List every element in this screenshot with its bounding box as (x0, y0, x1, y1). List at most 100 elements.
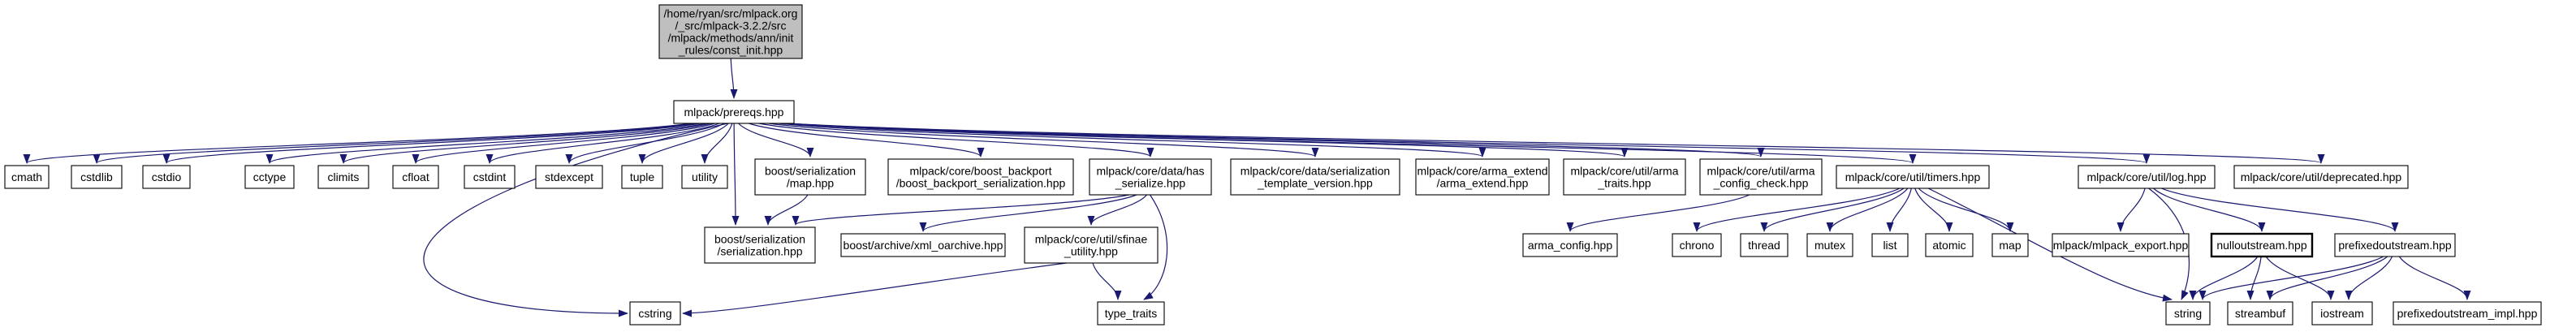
graph-node-box (840, 233, 1006, 257)
edge-has-serialize-to-boost-serialization (792, 194, 1129, 226)
edge-log-to-mlpack-export (2116, 188, 2146, 232)
graph-node-has-serialize[interactable]: mlpack/core/data/has_serialize.hpp (1089, 158, 1212, 196)
graph-node-boost-map[interactable]: boost/serialization/map.hpp (754, 158, 866, 196)
graph-node-label: _template_version.hpp (1257, 177, 1373, 190)
graph-node-arma-extend[interactable]: mlpack/core/arma_extend/arma_extend.hpp (1415, 158, 1550, 196)
graph-node-box (1089, 158, 1212, 196)
graph-node-box (1871, 233, 1909, 257)
graph-node-mutex[interactable]: mutex (1806, 233, 1853, 257)
graph-node-label: _traits.hpp (1597, 177, 1651, 190)
graph-node-prereqs[interactable]: mlpack/prereqs.hpp (673, 100, 795, 124)
edge-prereqs-to-deprecated (787, 123, 2324, 164)
edge-prereqs-to-utility (701, 123, 733, 164)
edge-has-serialize-to-sfinae-utility (1087, 194, 1148, 226)
graph-node-sfinae-utility[interactable]: mlpack/core/util/sfinae_utility.hpp (1024, 226, 1159, 264)
graph-node-box (754, 158, 866, 196)
edge-prereqs-to-boost-map (738, 123, 814, 157)
graph-node-label: mlpack/core/data/serialization (1241, 165, 1390, 178)
graph-node-box (673, 100, 795, 124)
graph-node-atomic[interactable]: atomic (1925, 233, 1974, 257)
graph-node-map[interactable]: map (1991, 233, 2029, 257)
graph-node-box (2210, 232, 2314, 258)
graph-node-chrono[interactable]: chrono (1672, 233, 1722, 257)
graph-node-label: arma_config.hpp (1528, 239, 1613, 252)
graph-node-timers[interactable]: mlpack/core/util/timers.hpp (1836, 165, 1990, 189)
graph-node-box (887, 158, 1074, 196)
edge-sfinae-utility-to-cstring (682, 262, 1067, 317)
graph-node-label: mutex (1814, 239, 1845, 252)
edge-prereqs-to-cstdlib (93, 123, 696, 164)
edge-const-init-to-prereqs (730, 58, 738, 99)
graph-node-box (1806, 233, 1853, 257)
graph-node-label: cstdint (473, 170, 507, 183)
graph-node-label: climits (328, 170, 360, 183)
graph-node-arma-traits[interactable]: mlpack/core/util/arma_traits.hpp (1563, 158, 1686, 196)
graph-node-cstdio[interactable]: cstdio (142, 165, 191, 189)
edge-nulloutstream-to-string (2189, 256, 2259, 300)
edge-prereqs-to-arma-config-check (787, 123, 1764, 157)
graph-node-box (2227, 301, 2293, 326)
graph-node-label: boost/serialization (765, 165, 856, 178)
graph-node-tuple[interactable]: tuple (621, 165, 663, 189)
edge-prefixedoutstream-to-streambuf (2266, 256, 2388, 300)
graph-node-list[interactable]: list (1871, 233, 1909, 257)
edge-prereqs-to-timers (787, 123, 1916, 164)
graph-node-arma-config-check[interactable]: mlpack/core/util/arma_config_check.hpp (1699, 158, 1823, 196)
graph-node-box (1991, 233, 2029, 257)
graph-node-arma-config[interactable]: arma_config.hpp (1522, 233, 1618, 257)
graph-node-streambuf[interactable]: streambuf (2227, 301, 2293, 326)
graph-node-label: /home/ryan/src/mlpack.org (664, 7, 798, 20)
graph-node-box (142, 165, 191, 189)
graph-node-xml-oarchive[interactable]: boost/archive/xml_oarchive.hpp (840, 233, 1006, 257)
graph-node-stdexcept[interactable]: stdexcept (535, 165, 603, 189)
graph-node-box (535, 165, 603, 189)
graph-node-label: cfloat (402, 170, 429, 183)
graph-node-label: mlpack/prereqs.hpp (684, 106, 784, 119)
graph-node-type-traits[interactable]: type_traits (1097, 301, 1165, 326)
graph-node-deprecated[interactable]: mlpack/core/util/deprecated.hpp (2233, 165, 2409, 189)
graph-node-box (629, 301, 681, 326)
graph-node-boost-serialization[interactable]: boost/serialization/serialization.hpp (704, 226, 816, 264)
graph-node-cctype[interactable]: cctype (244, 165, 295, 189)
graph-node-box (1230, 158, 1400, 196)
graph-node-box (2052, 233, 2190, 257)
edge-prefixedoutstream-to-iostream (2345, 256, 2393, 300)
graph-node-box (392, 165, 439, 189)
graph-node-label: mlpack/core/boost_backport (909, 165, 1051, 178)
graph-node-label: mlpack/core/util/timers.hpp (1845, 170, 1981, 183)
graph-node-log[interactable]: mlpack/core/util/log.hpp (2078, 165, 2216, 189)
edge-prereqs-to-stdexcept (565, 123, 725, 164)
edge-prereqs-to-cctype (265, 123, 706, 164)
edge-prereqs-to-cstring (423, 123, 728, 317)
graph-node-box (1097, 301, 1165, 326)
graph-node-prefixedoutstream-impl[interactable]: prefixedoutstream_impl.hpp (2393, 301, 2542, 326)
edge-prereqs-to-serialization-template-version (768, 123, 1319, 157)
graph-node-prefixedoutstream[interactable]: prefixedoutstream.hpp (2334, 233, 2456, 257)
graph-node-cmath[interactable]: cmath (4, 165, 50, 189)
graph-node-box (2393, 301, 2542, 326)
edge-prereqs-to-boost-backport (749, 123, 985, 157)
graph-node-utility[interactable]: utility (681, 165, 728, 189)
graph-node-serialization-template-version[interactable]: mlpack/core/data/serialization_template_… (1230, 158, 1400, 196)
edge-nulloutstream-to-streambuf (2246, 256, 2262, 300)
graph-node-const-init: /home/ryan/src/mlpack.org/_src/mlpack-3.… (658, 4, 803, 59)
graph-node-cfloat[interactable]: cfloat (392, 165, 439, 189)
graph-node-nulloutstream[interactable]: nulloutstream.hpp (2210, 232, 2314, 258)
graph-node-cstring[interactable]: cstring (629, 301, 681, 326)
graph-node-label: mlpack/core/util/arma (1570, 165, 1678, 178)
graph-node-iostream[interactable]: iostream (2311, 301, 2373, 326)
graph-node-box (1672, 233, 1722, 257)
graph-node-label: thread (1748, 239, 1780, 252)
graph-node-thread[interactable]: thread (1740, 233, 1789, 257)
graph-node-label: stdexcept (545, 170, 593, 183)
graph-node-cstdlib[interactable]: cstdlib (71, 165, 123, 189)
graph-node-box (1836, 165, 1990, 189)
graph-node-string[interactable]: string (2165, 301, 2211, 326)
graph-node-mlpack-export[interactable]: mlpack/mlpack_export.hpp (2052, 233, 2190, 257)
graph-node-boost-backport[interactable]: mlpack/core/boost_backport/boost_backpor… (887, 158, 1074, 196)
edge-nulloutstream-to-iostream (2265, 256, 2335, 300)
graph-node-cstdint[interactable]: cstdint (464, 165, 516, 189)
graph-node-label: mlpack/core/util/log.hpp (2086, 170, 2206, 183)
graph-node-climits[interactable]: climits (317, 165, 369, 189)
